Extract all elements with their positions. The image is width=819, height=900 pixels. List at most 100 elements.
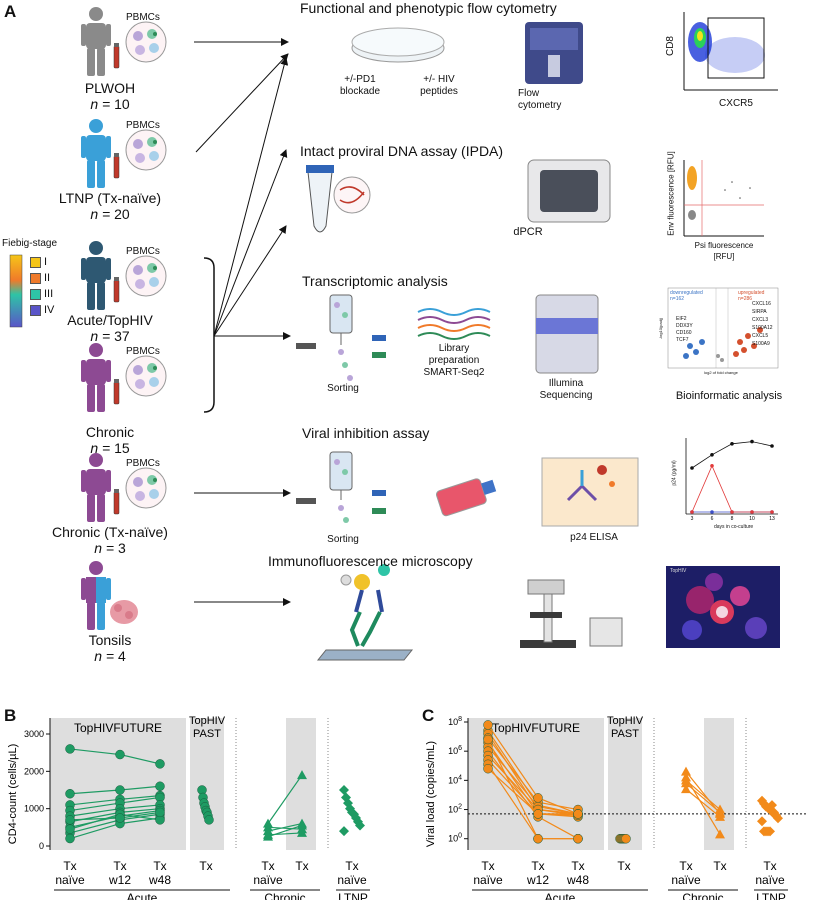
dish-caption-left: +/-PD1 blockade [339, 74, 381, 97]
chronic-point [263, 831, 273, 841]
ipda-plot-xlabel: Psi fluorescence [RFU] [694, 241, 754, 261]
sorting-caption-2: Sorting [327, 534, 359, 545]
fluorescence-image [666, 566, 780, 648]
p24-black-series-point [750, 439, 754, 444]
p24-plot-ylabel: p24 (pg/ml) [671, 460, 678, 486]
fiebig-stage-1: I [30, 256, 54, 268]
dpcr-caption: dPCR [513, 226, 543, 238]
acute-figure [81, 241, 111, 310]
x-tick-label: w12 [526, 873, 549, 887]
acute-point [65, 815, 75, 825]
p24-x-tick: 13 [769, 516, 775, 522]
chronic-patient-line [685, 782, 721, 813]
x-tick-label: Tx [199, 859, 212, 873]
row-title-viral: Viral inhibition assay [302, 425, 430, 441]
acute-point [573, 809, 583, 819]
pbmcs-label-3: PBMCs [126, 246, 160, 257]
panel-b-letter: B [4, 706, 17, 725]
chronic-tx-shade [704, 718, 734, 850]
x-tick-label: Tx [763, 859, 776, 873]
acute-point [155, 759, 165, 769]
microscope-icon [520, 579, 623, 648]
tonsil-donor-figure [81, 561, 111, 630]
sorting-caption: Sorting [327, 383, 359, 394]
y-tick-label: 106 [448, 745, 462, 756]
tophiv-past-point [621, 833, 631, 844]
y-tick-label: 3000 [24, 729, 44, 739]
group-label: Chronic [682, 891, 723, 900]
cohort-n: n = 3 [94, 540, 126, 556]
panel-c-letter: C [422, 706, 435, 725]
fiebig-stage-2: II [30, 272, 54, 284]
x-tick-label: Tx [295, 859, 308, 873]
section-label-future: TopHIVFUTURE [492, 721, 580, 735]
cohort-name: Tonsils [88, 632, 132, 648]
chronic-patient-line [685, 777, 721, 835]
acute-point [573, 833, 583, 844]
cohort-name: Chronic (Tx-naïve) [52, 524, 168, 540]
acute-point [533, 833, 543, 844]
cohort-n: n = 20 [90, 206, 130, 222]
group-label: Acute [545, 891, 576, 900]
x-tick-label: Tx [481, 859, 494, 873]
cohort-n: n = 37 [90, 328, 130, 344]
y-tick-label: 102 [448, 804, 462, 815]
tophiv-past-shade [190, 718, 224, 850]
group-label: Acute [127, 891, 158, 900]
ltnp-point [773, 813, 783, 824]
pbmcs-label-1: PBMCs [126, 12, 160, 23]
pbmcs-label-4: PBMCs [126, 346, 160, 357]
acute-point [115, 749, 125, 760]
pbmcs-label-2: PBMCs [126, 120, 160, 131]
culture-flask-icon [436, 478, 497, 517]
row-title-if: Immunofluorescence microscopy [268, 553, 473, 569]
volcano-down-genes: EIF2 DDX3Y CD160 TCF7 [676, 316, 693, 343]
volcano-plot [667, 287, 779, 369]
x-tick-label: w48 [566, 873, 589, 887]
ltnp-point [769, 807, 779, 818]
p24-red-series-line [691, 464, 772, 513]
acute-point [533, 809, 543, 819]
chronic-patient-line [267, 823, 303, 832]
ltnp-point [353, 816, 363, 827]
fiebig-stage-4: IV [30, 304, 54, 316]
volcano-up-genes: CXCL16 SIRPA CXCL3 S100A12 CXCL5 S100A9 [752, 301, 773, 347]
cohort-name: Acute/TopHIV [67, 312, 153, 328]
x-tick-label: naïve [473, 873, 503, 887]
acute-point [483, 763, 493, 774]
section-label-past: PAST [193, 728, 221, 740]
p24-x-tick: 10 [749, 516, 755, 522]
chronic-point [715, 829, 725, 839]
chronic-point [681, 775, 691, 785]
bioinf-caption: Bioinformatic analysis [675, 390, 783, 402]
tonsil-tissue-icon [110, 600, 138, 624]
dpcr-machine-icon [527, 159, 611, 223]
x-tick-label: Tx [531, 859, 544, 873]
ltnp-point [345, 803, 355, 814]
chronic-point [715, 811, 725, 821]
fiebig-legend: I II III IV [30, 256, 54, 316]
y-tick-label: 2000 [24, 766, 44, 776]
cell-sorter-icon-2 [296, 451, 386, 523]
cell-sorter-icon [296, 294, 386, 381]
cohort-name: Chronic [85, 424, 135, 440]
p24-plot-xlabel: days in co-culture [714, 524, 754, 530]
p24-black-series-point [690, 466, 694, 470]
p24-x-tick: 3 [691, 516, 694, 522]
acute-point [65, 833, 75, 844]
p24-blue-series-point [710, 510, 714, 514]
chronic-patient-line [685, 788, 721, 818]
illumina-sequencer-icon [535, 294, 599, 374]
petri-dish-icon [351, 27, 445, 63]
flow-instrument-caption: Flow cytometry [518, 88, 562, 111]
p24-red-series-point [710, 464, 714, 468]
library-caption: Library preparation SMART-Seq2 [423, 343, 485, 378]
acute-point [533, 793, 543, 803]
acute-point [483, 720, 493, 730]
acute-point [65, 824, 75, 834]
row-title-flow: Functional and phenotypic flow cytometry [300, 0, 557, 16]
x-tick-label: Tx [261, 859, 274, 873]
